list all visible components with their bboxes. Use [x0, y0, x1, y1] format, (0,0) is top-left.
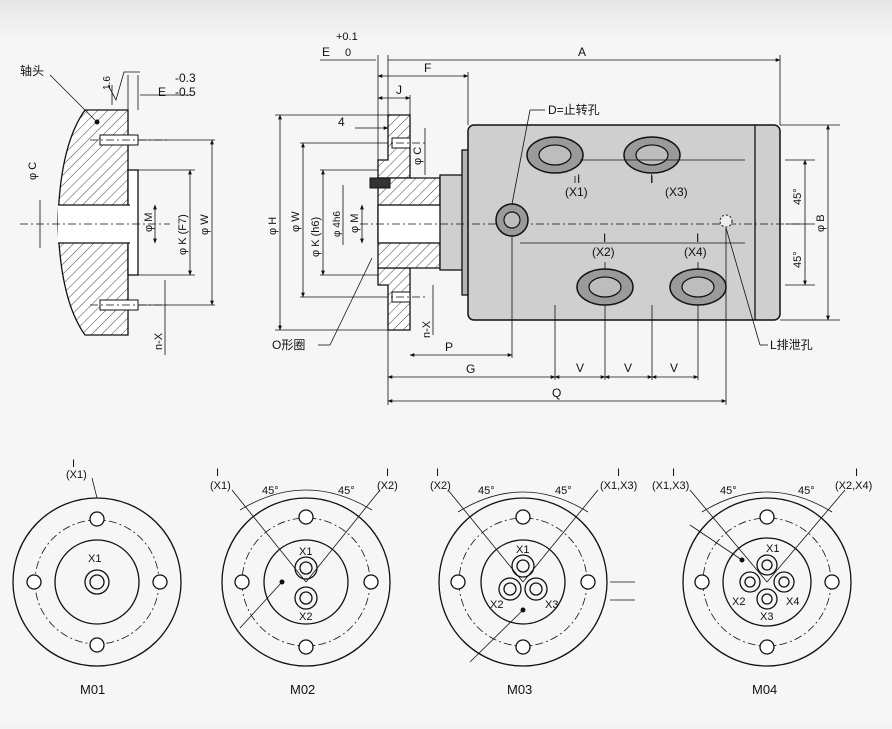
- dim-f: F: [424, 61, 431, 75]
- tolerance-lower-prefix: E: [158, 85, 166, 99]
- dim-p: P: [445, 340, 453, 354]
- angle-45-lower: 45°: [792, 251, 804, 268]
- m04-port-x2: X2: [732, 596, 745, 608]
- main-section-view: I (X1) I (X3) I (X2) I (X4) D=止转孔 L排泄孔 φ…: [267, 31, 840, 405]
- dim-nx: n-X: [421, 320, 433, 338]
- shaft-head-detail: 轴头 1.6 -0.3 E -0.5 φ C φ M φ K (F7) φ W …: [20, 63, 215, 355]
- angle-45-upper: 45°: [792, 188, 804, 205]
- dim-a: A: [578, 45, 586, 59]
- m02-angle-2: 45°: [338, 485, 355, 497]
- m02-port-x1: X1: [299, 546, 312, 558]
- label-o-ring: O形圈: [272, 338, 305, 352]
- m02-callout-2: (X2): [377, 480, 398, 492]
- face-view-m03: I (X2) I (X1,X3) 45° 45° X1 X2 X3 M03: [430, 467, 637, 697]
- face-view-m01: I (X1) X1 M01: [12, 458, 182, 697]
- label-d-hole: D=止转孔: [548, 102, 600, 117]
- m02-angle-1: 45°: [262, 485, 279, 497]
- m04-callout-i-1: I: [672, 467, 675, 479]
- m03-port-x3: X3: [545, 599, 558, 611]
- label-l-drain: L排泄孔: [770, 338, 813, 352]
- dim-phi-w: φ W: [290, 211, 302, 232]
- dim-phi-m-left: φ M: [143, 213, 155, 232]
- dim-nx-left: n-X: [153, 332, 165, 350]
- dim-e: E: [322, 45, 330, 59]
- label-i-x4: I: [696, 231, 699, 245]
- dim-j: J: [396, 83, 402, 97]
- label-x2: (X2): [592, 245, 615, 259]
- m02-callout-1: (X1): [210, 480, 231, 492]
- label-i-x3: I: [650, 172, 653, 186]
- m01-port-x1: X1: [88, 553, 101, 565]
- dim-phi-h: φ H: [267, 217, 279, 235]
- dim-phi-c: φ C: [412, 147, 424, 165]
- dim-e-zero: 0: [345, 47, 351, 59]
- dim-q: Q: [552, 386, 561, 400]
- dim-g: G: [466, 362, 475, 376]
- roughness-value: 1.6: [102, 76, 113, 90]
- m02-caption: M02: [290, 682, 315, 697]
- m04-angle-2: 45°: [798, 485, 815, 497]
- dim-phi-m: φ M: [349, 214, 361, 233]
- dim-phi-c-left: φ C: [27, 162, 39, 180]
- label-x4: (X4): [684, 245, 707, 259]
- m02-callout-i-2: I: [386, 467, 389, 479]
- m03-callout-i-1: I: [436, 467, 439, 479]
- m04-angle-1: 45°: [720, 485, 737, 497]
- m03-port-x2: X2: [490, 599, 503, 611]
- dim-phi-4h6: φ 4h6: [332, 211, 343, 237]
- m02-callout-i-1: I: [216, 467, 219, 479]
- label-x3: (X3): [665, 185, 688, 199]
- m04-callout-i-2: I: [855, 467, 858, 479]
- dim-phi-b: φ B: [815, 214, 827, 232]
- m02-port-x2: X2: [299, 611, 312, 623]
- dim-phi-k-f7: φ K (F7): [177, 214, 189, 255]
- dim-v2: V: [624, 361, 632, 375]
- m03-callout-i-2: I: [617, 467, 620, 479]
- face-view-m02: I (X1) I (X2) 45° 45° X1 X2 M02: [210, 467, 398, 697]
- m03-caption: M03: [507, 682, 532, 697]
- m04-callout-2: (X2,X4): [835, 480, 872, 492]
- dim-v3: V: [670, 361, 678, 375]
- dim-e-plus: +0.1: [336, 31, 358, 43]
- label-i-x2: I: [603, 231, 606, 245]
- face-view-m04: I (X1,X3) I (X2,X4) 45° 45° X1 X2 X3 X4 …: [652, 467, 872, 697]
- shaft-head-label: 轴头: [20, 63, 44, 78]
- m04-caption: M04: [752, 682, 777, 697]
- tolerance-upper: -0.3: [175, 71, 196, 85]
- m04-callout-1: (X1,X3): [652, 480, 689, 492]
- label-x1: (X1): [565, 185, 588, 199]
- tolerance-lower: -0.5: [175, 85, 196, 99]
- m01-caption: M01: [80, 682, 105, 697]
- m03-callout-2: (X1,X3): [600, 480, 637, 492]
- dim-four: 4: [338, 115, 345, 129]
- dim-phi-k-h6: φ K (h6): [310, 217, 322, 257]
- m03-angle-1: 45°: [478, 485, 495, 497]
- m04-port-x1: X1: [766, 543, 779, 555]
- dim-v1: V: [576, 361, 584, 375]
- m03-port-x1: X1: [516, 544, 529, 556]
- dim-phi-w-left: φ W: [199, 214, 211, 235]
- m04-port-x3: X3: [760, 611, 773, 623]
- label-i-x1: I: [577, 172, 580, 186]
- m03-angle-2: 45°: [555, 485, 572, 497]
- m01-callout: (X1): [66, 469, 87, 481]
- m01-callout-i: I: [72, 458, 75, 470]
- m03-callout-1: (X2): [430, 480, 451, 492]
- m04-port-x4: X4: [786, 596, 799, 608]
